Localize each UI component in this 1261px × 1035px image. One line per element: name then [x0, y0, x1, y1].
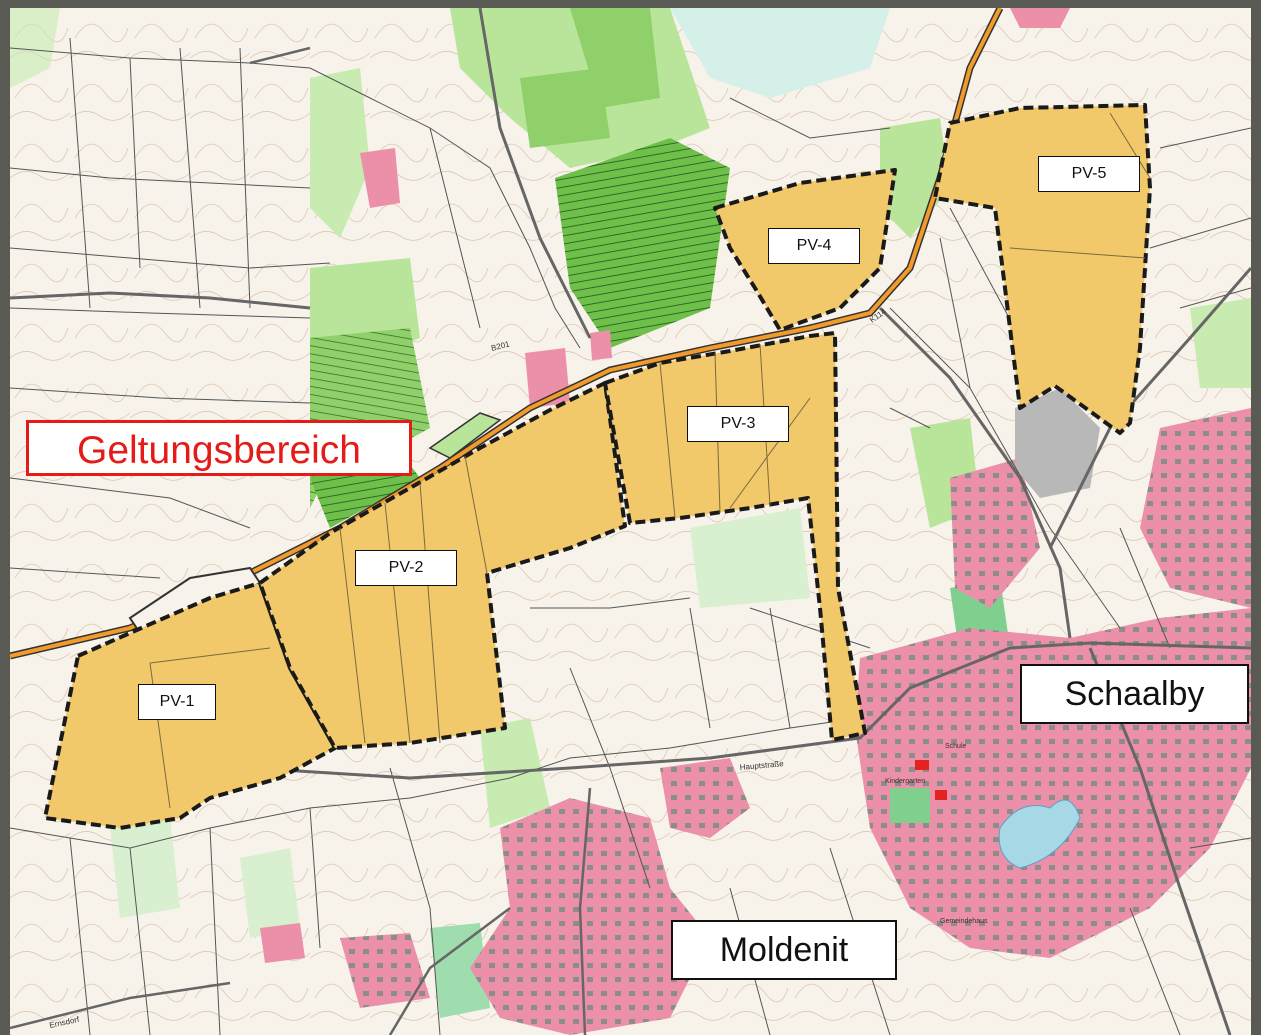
school-building: [915, 760, 929, 770]
road-label-hauptstrasse: Hauptstraße: [739, 759, 784, 772]
place-label-schaalby: Schaalby: [1020, 664, 1249, 724]
sports-field: [890, 788, 930, 823]
roads: [10, 8, 1251, 1035]
pv-5-label: PV-5: [1038, 156, 1140, 192]
place-label-moldenit: Moldenit: [671, 920, 897, 980]
geltungsbereich-label: Geltungsbereich: [26, 420, 412, 476]
pond: [998, 799, 1081, 869]
label-gemeindehaus: Gemeindehaus: [940, 918, 988, 925]
pv-4-label: PV-4: [768, 228, 860, 264]
pv-2-label: PV-2: [355, 550, 457, 586]
pv-3-area[interactable]: [603, 331, 867, 742]
pv-1-label: PV-1: [138, 684, 216, 720]
land-use-map[interactable]: B201 K114 Hauptstraße Ernsdorf Schule Ki…: [10, 8, 1251, 1035]
pv-field-lines: [149, 112, 1151, 809]
pv-3-label: PV-3: [687, 406, 789, 442]
industrial-area: [1015, 388, 1100, 498]
label-schule: Schule: [945, 743, 967, 750]
kindergarten-building: [935, 790, 947, 800]
label-kindergarten: Kindergarten: [885, 778, 925, 785]
